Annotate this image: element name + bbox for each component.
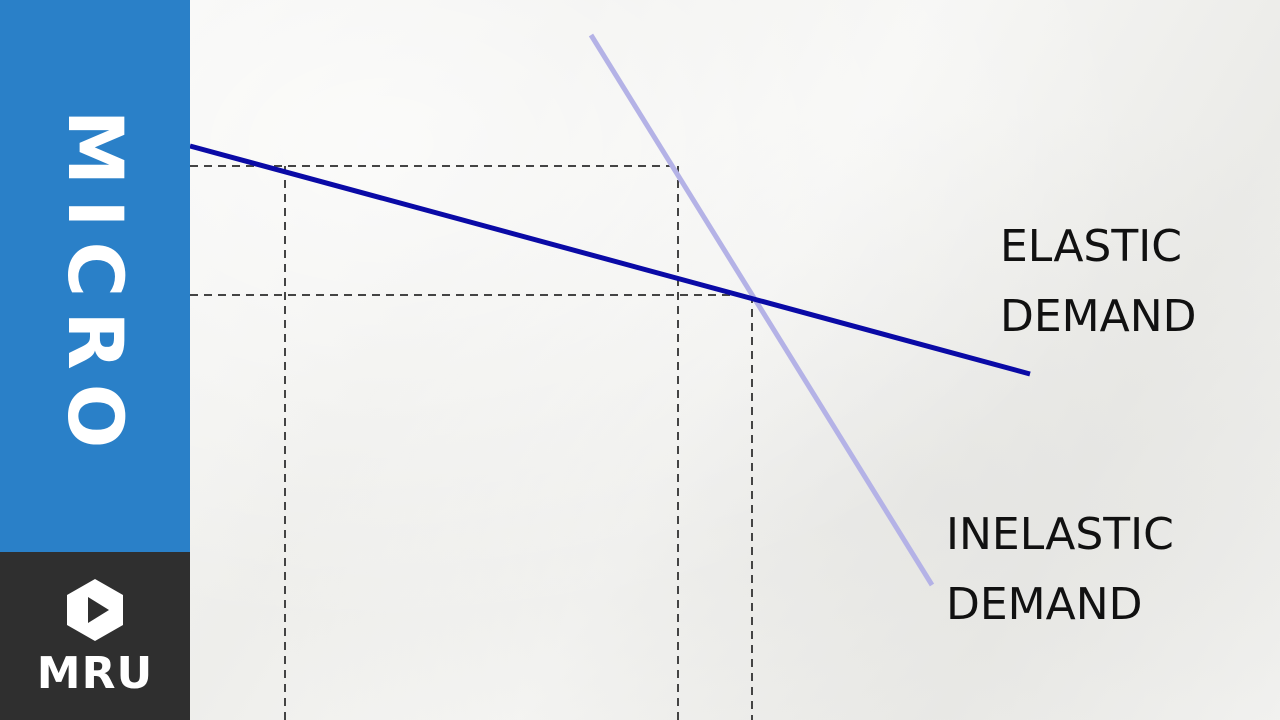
inelastic-demand-label: INELASTIC DEMAND [946,500,1174,640]
sidebar: MICRO MRU [0,0,190,720]
inelastic-label-line2: DEMAND [946,579,1143,630]
section-label: MICRO [51,109,140,463]
inelastic-label-line1: INELASTIC [946,509,1174,560]
elastic-demand-curve [189,143,1031,377]
inelastic-demand-curve [588,33,935,587]
logo-text: MRU [36,648,154,699]
elastic-demand-label: ELASTIC DEMAND [1000,212,1197,352]
sidebar-section-banner: MICRO [0,0,190,552]
elastic-label-line1: ELASTIC [1000,221,1182,272]
elastic-label-line2: DEMAND [1000,291,1197,342]
play-hexagon-icon [67,579,123,641]
